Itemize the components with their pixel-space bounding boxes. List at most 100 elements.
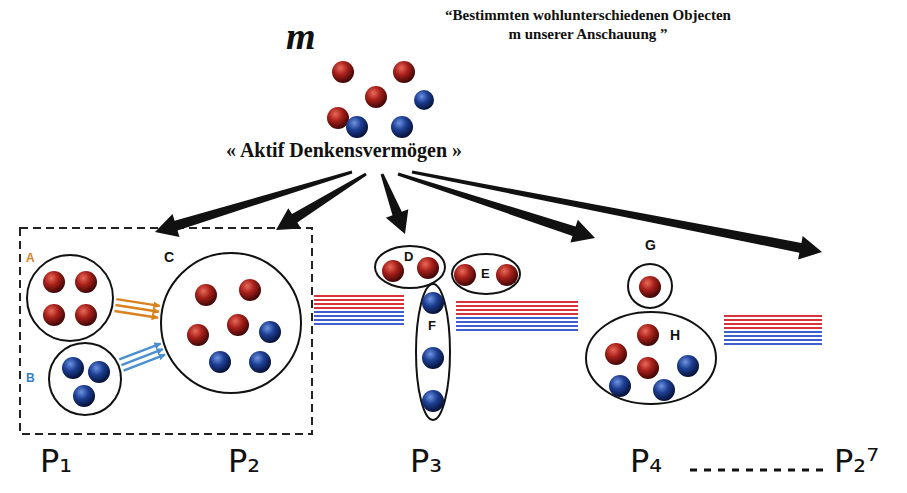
stripe-line [314, 311, 404, 313]
set-circle: A [24, 252, 116, 344]
element-ball [382, 260, 404, 282]
shape-outline [158, 250, 304, 396]
element-ball [249, 351, 271, 373]
set-outline [628, 264, 672, 308]
element-ball [677, 355, 699, 377]
arrow-line [115, 305, 158, 312]
set-outline [27, 255, 113, 341]
set-letter: E [481, 267, 490, 280]
triple-arrow [115, 299, 160, 318]
set-outline [49, 343, 121, 415]
set-letter: F [428, 319, 436, 332]
set-ellipse: D [373, 244, 447, 290]
stripe-line [724, 339, 822, 341]
set-outline [375, 246, 445, 288]
element-ball [75, 271, 97, 293]
stripe-line [314, 323, 404, 325]
arrow-line [116, 299, 159, 306]
stripe-line [456, 309, 578, 311]
stripe-line [724, 323, 822, 325]
stripe-line [314, 315, 404, 317]
partition-label: P₄ [630, 442, 662, 480]
wedge-arrow [381, 174, 409, 235]
partition-label: P₁ [40, 442, 72, 480]
element-ball [417, 257, 439, 279]
stripe-line [724, 335, 822, 337]
set-letter: A [26, 252, 35, 264]
red-ball [332, 61, 354, 83]
element-ball [637, 324, 659, 346]
set-outline [161, 253, 301, 393]
element-ball [422, 347, 444, 369]
element-ball [639, 276, 661, 298]
set-letter: B [26, 372, 35, 384]
stripe-line [456, 305, 578, 307]
dashed-group-box [20, 228, 312, 434]
arrow-line [115, 311, 158, 318]
blue-ball [346, 116, 368, 138]
element-ball [227, 314, 249, 336]
set-outline [586, 312, 716, 404]
set-circle: G [624, 238, 676, 310]
stripe-line [456, 321, 578, 323]
stripe-line [314, 303, 404, 305]
ellipsis-dots [690, 469, 826, 472]
stripe-line [314, 307, 404, 309]
set-circle: C [158, 250, 304, 396]
partition-label: P₂ [228, 442, 260, 480]
set-symbol: m [286, 14, 316, 58]
element-ball [43, 304, 65, 326]
stripe-line [724, 327, 822, 329]
wedge-arrow [276, 173, 367, 230]
element-ball [73, 385, 95, 407]
red-ball [327, 107, 349, 129]
stripe-bundles [314, 296, 822, 344]
quotation: “Bestimmten wohlunterschiedenen Objecten… [438, 6, 738, 44]
element-ball [88, 361, 110, 383]
stripe-line [456, 313, 578, 315]
wedge-arrow [412, 171, 822, 260]
stripe-line [724, 343, 822, 345]
element-ball [605, 343, 627, 365]
element-ball [637, 357, 659, 379]
red-ball [365, 86, 387, 108]
stripe-line [724, 331, 822, 333]
stripe-line [314, 299, 404, 301]
shape-outline [584, 310, 718, 406]
caption-phrase: « Aktif Denkensvermögen » [226, 139, 462, 162]
set-ellipse: E [450, 252, 522, 296]
blue-ball [414, 90, 434, 110]
element-ball [239, 279, 261, 301]
partition-label: P₂⁷ [834, 442, 879, 480]
blue-ball [391, 116, 413, 138]
top-ball-cluster [327, 61, 434, 138]
element-ball [195, 284, 217, 306]
element-ball [43, 271, 65, 293]
element-ball [75, 304, 97, 326]
wedge-arrow [398, 173, 596, 243]
stripe-line [456, 301, 578, 303]
set-ellipse: H [584, 310, 718, 406]
red-ball [393, 61, 415, 83]
shape-outline [24, 252, 116, 344]
element-ball [609, 375, 631, 397]
element-ball [62, 357, 84, 379]
set-letter: G [645, 238, 656, 252]
element-ball [259, 321, 281, 343]
stripe-line [314, 319, 404, 321]
set-letter: D [404, 250, 413, 263]
stripe-line [724, 319, 822, 321]
element-ball [454, 264, 476, 286]
element-ball [209, 351, 231, 373]
partition-label: P₃ [410, 442, 442, 480]
triple-arrow [119, 344, 165, 371]
stripe-line [724, 315, 822, 317]
set-outline [416, 284, 450, 420]
element-ball [422, 292, 444, 314]
set-outline [452, 254, 520, 294]
shape-outline [24, 340, 124, 418]
arrow-line [124, 355, 165, 371]
